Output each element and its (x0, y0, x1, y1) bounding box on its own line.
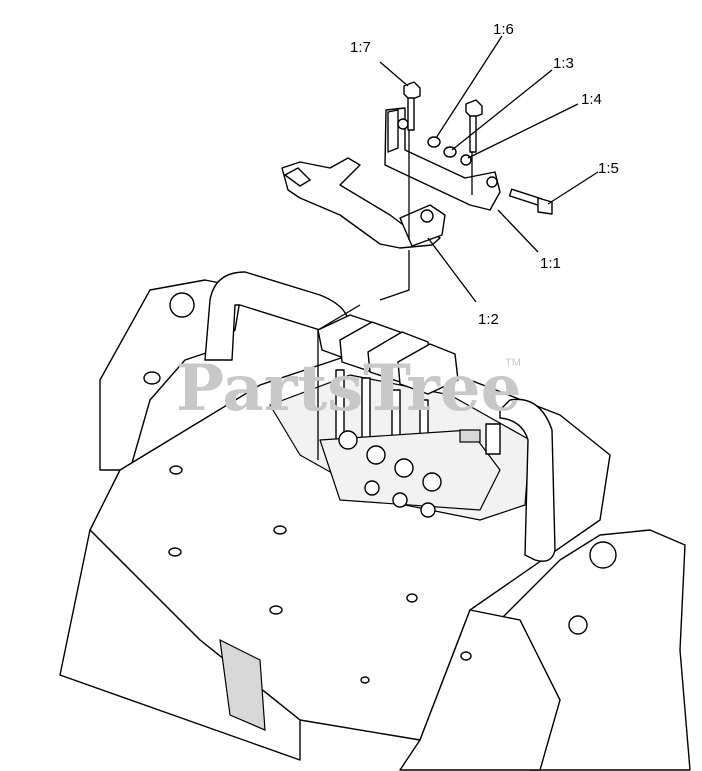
callout-1-2: 1:2 (478, 311, 499, 328)
callout-1-1: 1:1 (540, 255, 561, 272)
bracket-assembly (281, 81, 553, 249)
callouts: 1:7 1:6 1:3 1:4 1:5 1:1 1:2 (350, 21, 619, 328)
callout-1-7: 1:7 (350, 39, 371, 56)
callout-1-6: 1:6 (493, 21, 514, 38)
watermark: PartsTree TM (176, 351, 521, 426)
callout-1-5: 1:5 (598, 160, 619, 177)
watermark-trademark: TM (505, 357, 521, 369)
control-levers (317, 314, 501, 518)
watermark-text: PartsTree (176, 351, 521, 426)
assembly-lines (317, 130, 473, 460)
callout-1-4: 1:4 (581, 91, 602, 108)
leader-lines (379, 35, 599, 303)
callout-1-3: 1:3 (553, 55, 574, 72)
